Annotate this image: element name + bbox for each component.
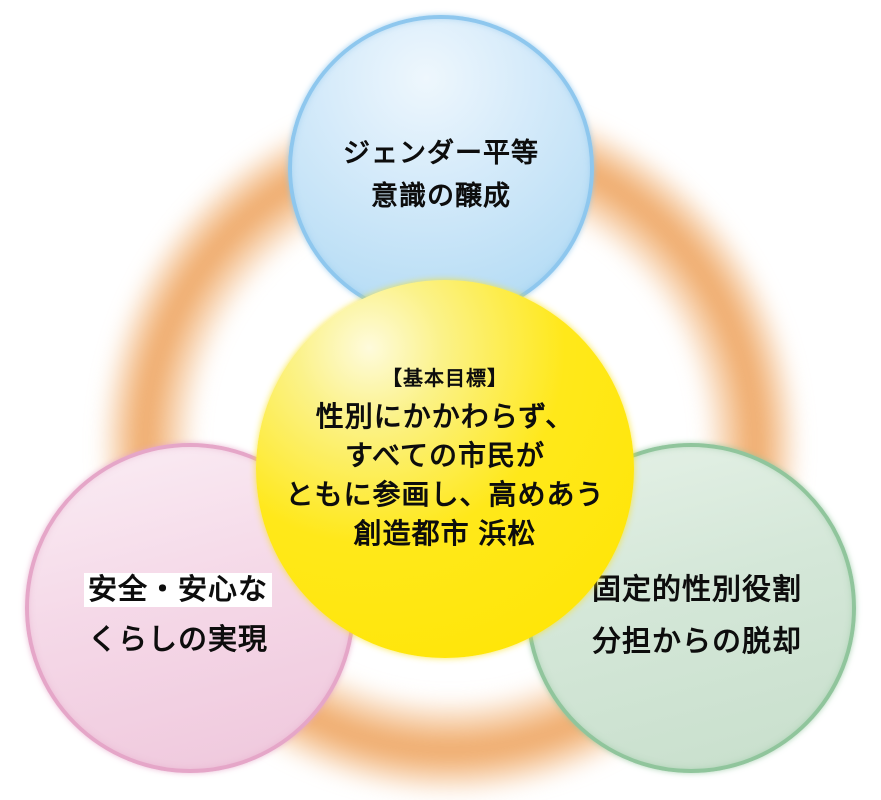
circle-center-line-4: 創造都市 浜松	[353, 518, 537, 549]
circle-left-line-1-highlight: 安全・安心な	[83, 573, 272, 607]
circle-left-line-1: 安全・安心な	[17, 565, 339, 615]
circle-top-text: ジェンダー平等 意識の醸成	[292, 132, 590, 218]
circle-center-line-3: ともに参画し、高めあう	[285, 479, 605, 510]
circle-left-line-2: くらしの実現	[87, 624, 268, 656]
circle-top-line-2: 意識の醸成	[371, 181, 511, 211]
circle-left-text: 安全・安心な くらしの実現	[17, 565, 339, 665]
circle-center-line-2: すべての市民が	[345, 440, 545, 471]
basic-goal-heading: 【基本目標】	[382, 368, 508, 390]
circle-right-line-1: 固定的性別役割	[591, 574, 802, 606]
circle-right-text: 固定的性別役割 分担からの脱却	[536, 564, 858, 668]
circle-gender-equality-awareness: ジェンダー平等 意識の醸成	[288, 15, 594, 321]
circle-center-text: 【基本目標】 性別にかかわらず、 すべての市民が ともに参画し、高めあう 創造都…	[256, 365, 634, 553]
circle-center-line-1: 性別にかかわらず、	[315, 401, 575, 432]
circle-right-line-2: 分担からの脱却	[591, 626, 802, 658]
circle-basic-goal: 【基本目標】 性別にかかわらず、 すべての市民が ともに参画し、高めあう 創造都…	[256, 280, 634, 658]
circle-top-line-1: ジェンダー平等	[343, 138, 539, 168]
